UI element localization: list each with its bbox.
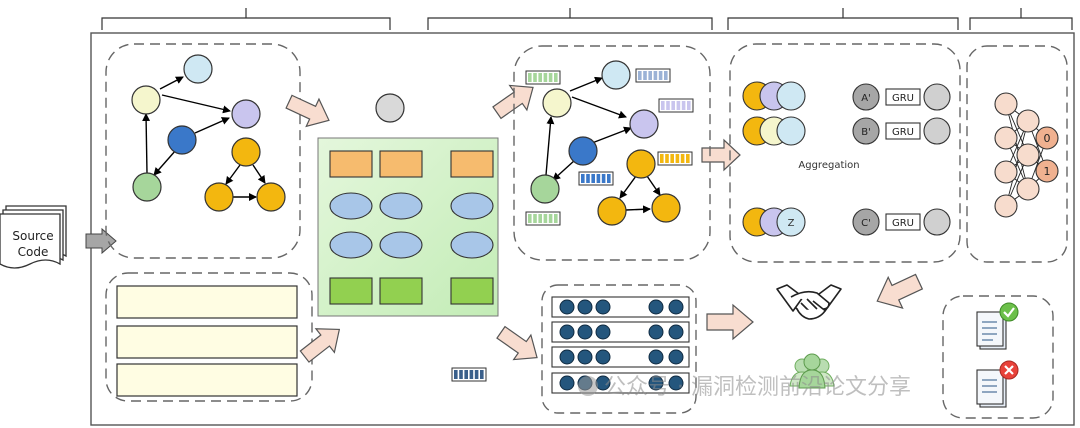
- gru-cell-3: GRU: [892, 218, 914, 229]
- graph-left: [131, 54, 286, 212]
- neuron: [994, 194, 1018, 218]
- gru-cell-1: GRU: [892, 93, 914, 104]
- embedding-box: [541, 284, 697, 414]
- state-a-label: A': [861, 93, 871, 104]
- output-neuron: [1035, 126, 1059, 150]
- z-label: Z: [788, 218, 795, 229]
- gru-cell-2: GRU: [892, 127, 914, 138]
- watermark-text: 公众号 · 漏洞检测前沿论文分享: [604, 375, 911, 400]
- feature-vector: [578, 171, 614, 186]
- feature-vector: [658, 98, 694, 113]
- isolated-node: [375, 93, 405, 123]
- neuron: [994, 160, 1018, 184]
- documents-icon: [0, 213, 61, 269]
- state-c-label: C': [861, 218, 871, 229]
- feature-vectors: [525, 68, 694, 226]
- result-safe-doc: [976, 360, 1019, 408]
- neuron: [994, 92, 1018, 116]
- input-arrow: [85, 227, 117, 255]
- embedding-matrix: [317, 137, 499, 317]
- feature-vector: [525, 211, 561, 226]
- aggregation-content: Z Aggregation A' GRU B' GRU C' GRU: [742, 81, 951, 237]
- checkmark-icon: [999, 302, 1019, 322]
- aggregation-label: Aggregation: [798, 160, 859, 171]
- feature-vector: [525, 70, 561, 85]
- output-label: 0: [1044, 132, 1051, 145]
- embedding-panels: [551, 296, 690, 394]
- aggregation-box: [729, 43, 961, 263]
- people-icon: [789, 353, 835, 389]
- feature-vector: [451, 367, 487, 382]
- text-box-left: [105, 272, 313, 402]
- watermark: 公众号 · 漏洞检测前沿论文分享: [578, 375, 911, 400]
- embedding-panel: [551, 321, 690, 343]
- flow-arrows: [285, 84, 924, 363]
- result-vulnerable-doc: [976, 302, 1019, 350]
- feature-vector: [635, 68, 671, 83]
- neuron: [994, 126, 1018, 150]
- output-label: 1: [1044, 165, 1051, 178]
- source-code-label-line1: Source: [12, 229, 53, 243]
- neuron: [1016, 143, 1040, 167]
- graph-box-middle: [513, 45, 711, 261]
- source-code-documents: Source Code: [0, 205, 67, 269]
- embedding-panel: [551, 346, 690, 368]
- graph-box-left: [105, 43, 301, 259]
- graph-middle: [530, 60, 681, 226]
- output-neuron: [1035, 159, 1059, 183]
- classifier-box: [966, 45, 1068, 263]
- results-box: [942, 295, 1054, 419]
- standalone-feature-vector: [451, 367, 487, 382]
- embedding-panel: [551, 296, 690, 318]
- state-b-label: B': [861, 127, 871, 138]
- neuron: [1016, 177, 1040, 201]
- source-code-label-line2: Code: [18, 245, 49, 259]
- classifier-network: 01: [994, 92, 1059, 218]
- handshake-icon: [776, 284, 842, 320]
- top-braces: [101, 8, 1073, 30]
- text-lines: [116, 285, 298, 397]
- neuron: [1016, 109, 1040, 133]
- feature-vector: [657, 151, 693, 166]
